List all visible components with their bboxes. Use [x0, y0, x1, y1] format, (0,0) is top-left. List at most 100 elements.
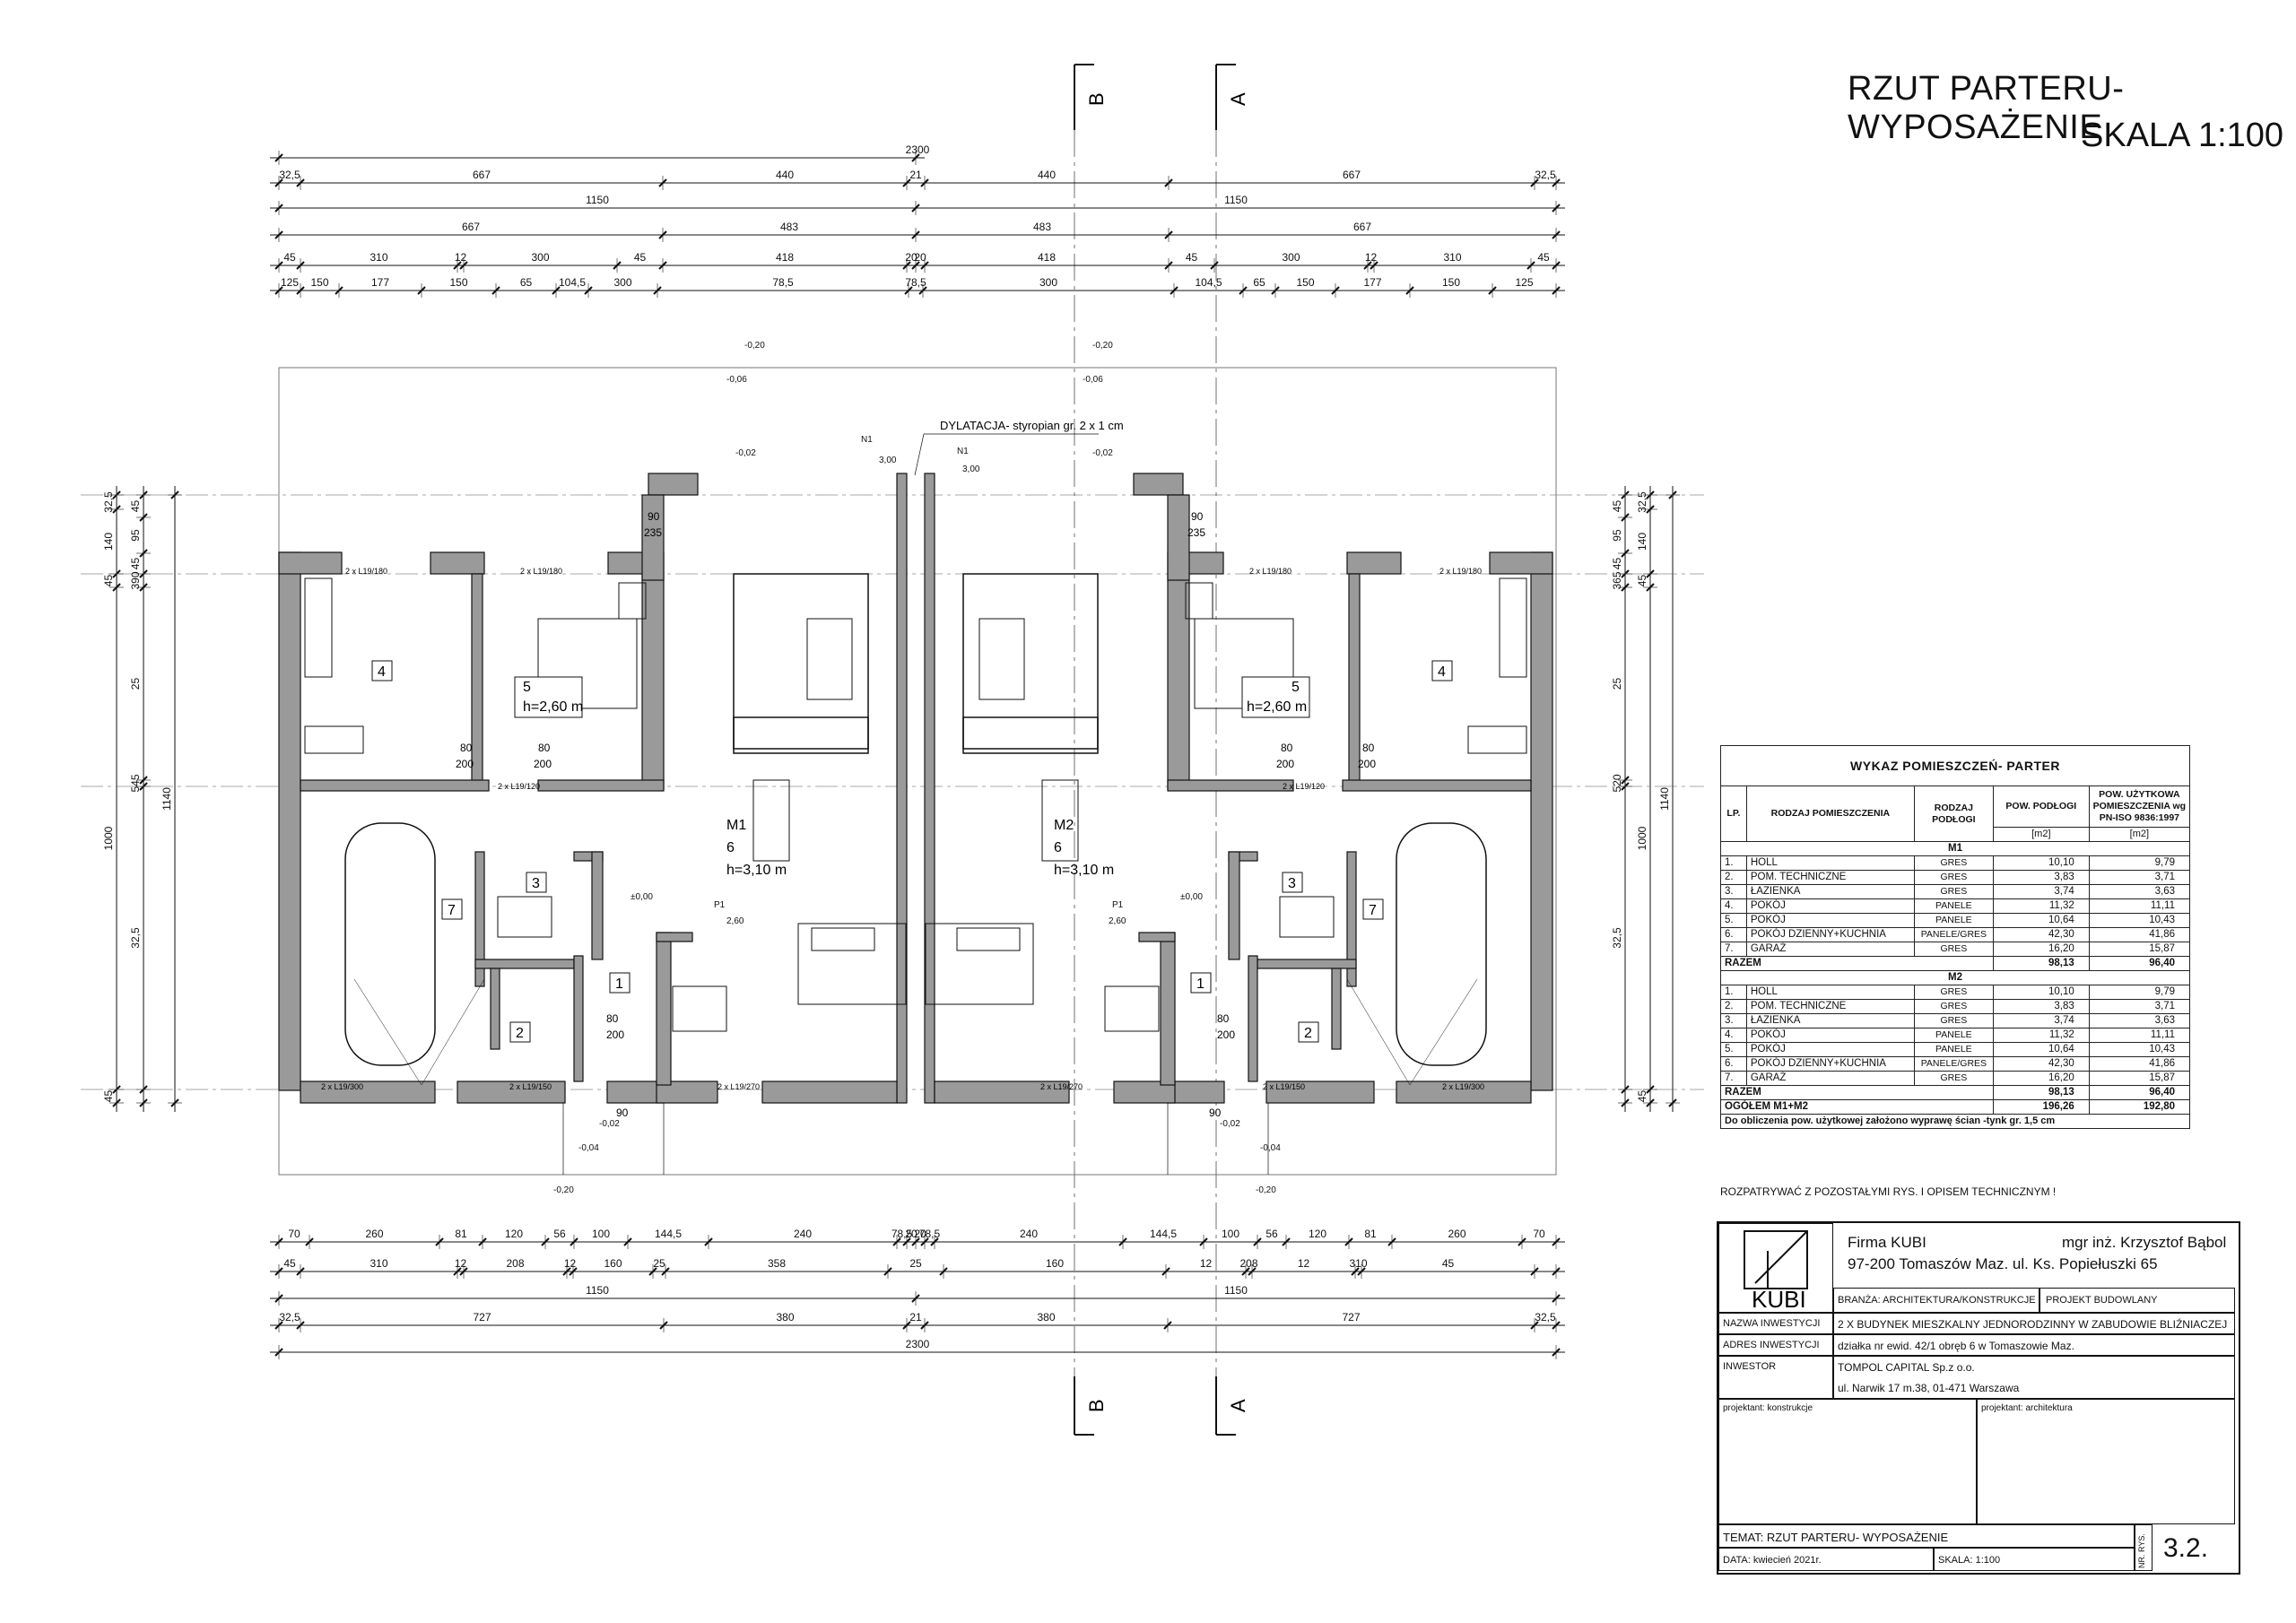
dimension-label: 25 — [1611, 678, 1623, 690]
dimension-label: 78,5 — [919, 1228, 941, 1240]
dimension-label: 150 — [310, 276, 328, 289]
lintel-5: 2 x L19/120 — [498, 782, 540, 791]
dimension-label: 120 — [505, 1228, 523, 1240]
furniture — [962, 573, 1099, 750]
row-area: 16,20 — [1992, 1071, 2090, 1086]
wall-segment — [1167, 779, 1294, 792]
investor-name: TOMPOL CAPITAL Sp.z o.o. — [1838, 1361, 1975, 1374]
furniture — [344, 822, 436, 1066]
furniture — [618, 582, 647, 620]
dimension-label: 81 — [455, 1228, 467, 1240]
row-area: 10,10 — [1992, 855, 2090, 871]
dimension-label: 667 — [1343, 169, 1361, 181]
row-area: 42,30 — [1992, 1056, 2090, 1072]
dimension-label: 20 — [914, 251, 926, 264]
lintel-2: 2 x L19/180 — [520, 567, 562, 576]
level-bottom-right: -0,20 — [1256, 1185, 1276, 1195]
room3-label-left: 3 — [532, 876, 540, 891]
row-name: POM. TECHNICZNE — [1745, 870, 1915, 885]
lintel-labels: 2 x L19/180 2 x L19/180 2 x L19/180 2 x … — [321, 567, 1484, 1091]
drawing-nr-label: NR. RYS. — [2137, 1533, 2146, 1568]
dimension-label: 1150 — [586, 194, 609, 206]
unit-usable: [m2] — [2088, 827, 2191, 842]
table-caption: WYKAZ POMIESZCZEŃ- PARTER — [1720, 745, 2190, 786]
wall-segment — [1342, 779, 1532, 792]
furniture — [1185, 582, 1213, 620]
furniture — [537, 618, 638, 709]
wall-segment — [1346, 551, 1402, 575]
total-area: 98,13 — [1992, 956, 2090, 971]
door-h-9: 235 — [644, 526, 662, 539]
firm-address: 97-200 Tomaszów Maz. ul. Ks. Popiełuszki… — [1848, 1255, 2158, 1272]
row-floor: PANELE — [1913, 1028, 1994, 1043]
row-usable: 10,43 — [2088, 1042, 2191, 1057]
unit-m1-room: 6 — [726, 840, 735, 855]
dimension-label: 177 — [371, 276, 389, 289]
furniture — [304, 725, 364, 754]
wall-segment — [924, 473, 935, 1104]
dimension-label: 160 — [604, 1257, 622, 1270]
wall-segment — [1138, 932, 1176, 942]
wall-segment — [457, 1081, 566, 1104]
door-w-1: 80 — [460, 742, 473, 754]
door-h-5: 200 — [606, 1028, 624, 1041]
dimension-label: 310 — [1349, 1257, 1367, 1270]
row-usable: 11,11 — [2088, 1028, 2191, 1043]
drawing-date: DATA: kwiecień 2021r. — [1723, 1555, 1822, 1566]
unit-area: [m2] — [1992, 827, 2090, 842]
dimension-label: 45 — [1636, 575, 1648, 587]
row-area: 3,74 — [1992, 1013, 2090, 1028]
unit-m2-name: M2 — [1054, 818, 1074, 833]
row-name: GARAŻ — [1745, 942, 1915, 957]
level-hall-right: ±0,00 — [1180, 892, 1203, 902]
section-a-top: A — [1227, 92, 1249, 106]
dimension-label: 45 — [129, 500, 142, 513]
wall-segment — [573, 955, 584, 1082]
furniture — [1467, 725, 1527, 754]
room-schedule-table: WYKAZ POMIESZCZEŃ- PARTER LP. RODZAJ POM… — [1720, 745, 2191, 1129]
lintel-1: 2 x L19/180 — [345, 567, 387, 576]
project-box: PROJEKT BUDOWLANY — [2039, 1288, 2235, 1313]
lintel-3: 2 x L19/180 — [1249, 567, 1292, 576]
review-note: ROZPATRYWAĆ Z POZOSTAŁYMI RYS. I OPISEM … — [1720, 1185, 2057, 1198]
dimension-label: 45 — [1636, 1090, 1648, 1103]
furniture — [1499, 577, 1527, 678]
row-floor: GRES — [1913, 999, 1994, 1014]
row-lp: 7. — [1720, 942, 1747, 957]
row-floor: GRES — [1913, 1071, 1994, 1086]
dimension-label: 12 — [1200, 1257, 1213, 1270]
dimension-label: 260 — [365, 1228, 383, 1240]
row-name: POKÓJ — [1745, 913, 1915, 928]
dimension-label: 45 — [634, 251, 647, 264]
section-b-bottom: B — [1085, 1399, 1108, 1412]
project-text: PROJEKT BUDOWLANY — [2046, 1295, 2158, 1306]
row-floor: GRES — [1913, 870, 1994, 885]
row-name: POKÓJ — [1745, 898, 1915, 914]
row-area: 10,10 — [1992, 985, 2090, 1000]
door-h-2: 200 — [534, 758, 552, 770]
grand-total-area: 196,26 — [1992, 1099, 2090, 1115]
row-floor: GRES — [1913, 884, 1994, 899]
dimension-label: 545 — [129, 774, 142, 792]
door-w-8: 90 — [1209, 1107, 1222, 1119]
room5-height-left: h=2,60 m — [523, 699, 583, 715]
furniture — [925, 923, 1034, 1005]
row-area: 11,32 — [1992, 1028, 2090, 1043]
dimension-label: 21 — [909, 1311, 922, 1324]
dimension-label: 300 — [613, 276, 631, 289]
dimension-label: 727 — [473, 1311, 491, 1324]
row-name: GARAŻ — [1745, 1071, 1915, 1086]
dimension-label: 12 — [1298, 1257, 1310, 1270]
wall-segment — [1265, 1081, 1375, 1104]
lintel-10: 2 x L19/270 — [1040, 1082, 1083, 1091]
wall-segment — [1257, 959, 1357, 969]
furniture — [733, 573, 869, 750]
dimension-label: 1000 — [1636, 826, 1648, 850]
dimension-label: 418 — [776, 251, 794, 264]
dimension-label: 2300 — [906, 1338, 930, 1350]
wall-segment — [474, 959, 575, 969]
dimension-label: 120 — [1309, 1228, 1326, 1240]
